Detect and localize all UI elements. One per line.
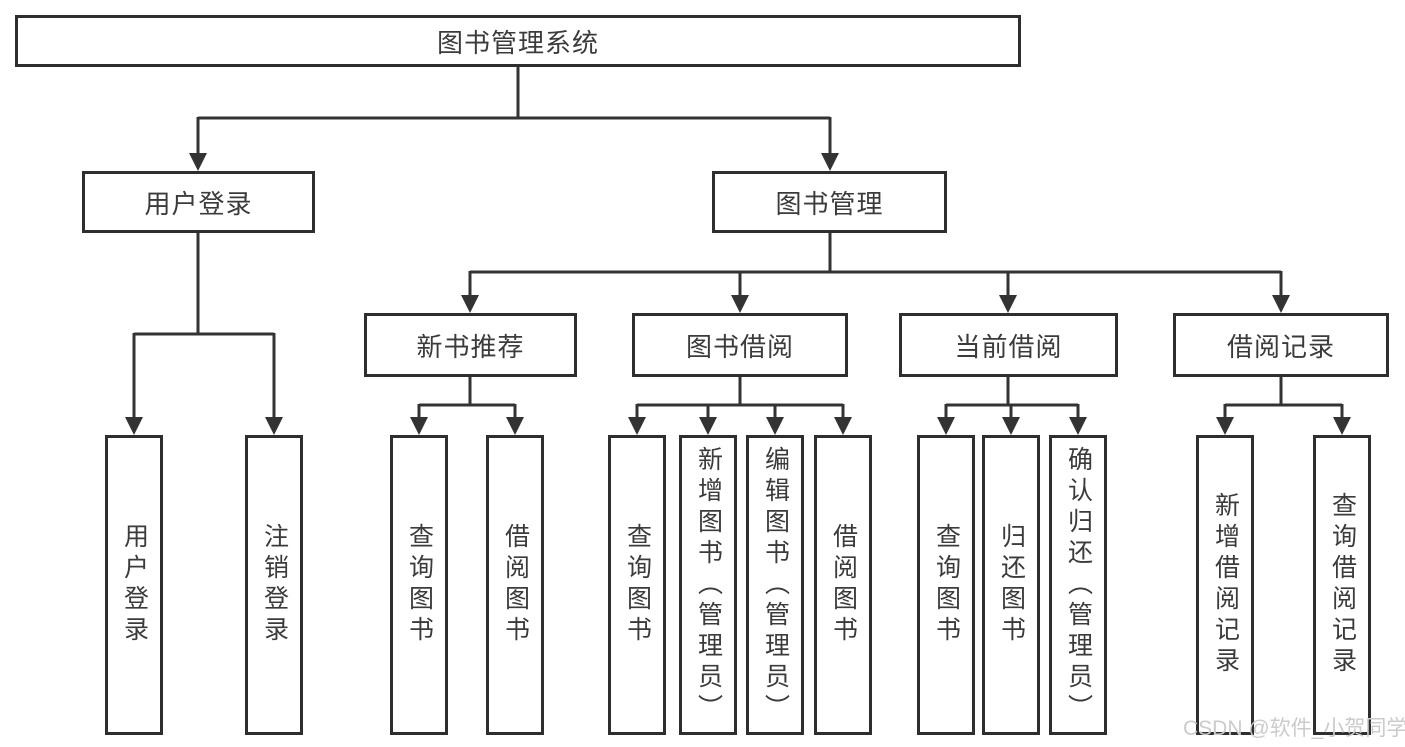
leaf-add-borrow-record: 新增借阅记录 [1196,435,1254,735]
leaf-query-borrow-record: 查询借阅记录 [1313,435,1371,735]
csdn-watermark: CSDN @软件_小贺同学 [1183,717,1405,740]
node-new-book-recommendation-label: 新书推荐 [416,331,525,362]
node-book-borrowing: 图书借阅 [632,313,848,377]
leaf-confirm-return-admin-label: 确认归还（管理员） [1064,445,1093,725]
leaf-query-books-1: 查询图书 [390,435,448,735]
leaf-borrow-books-1: 借阅图书 [486,435,544,735]
leaf-query-borrow-record-label: 查询借阅记录 [1328,492,1357,678]
leaf-user-login: 用户登录 [105,435,163,735]
node-user-login: 用户登录 [82,171,315,233]
node-borrowing-records-label: 借阅记录 [1226,331,1335,362]
leaf-add-books-admin: 新增图书（管理员） [679,435,737,735]
leaf-add-borrow-record-label: 新增借阅记录 [1211,492,1240,678]
leaf-query-books-1-label: 查询图书 [405,523,434,647]
leaf-borrow-books-2: 借阅图书 [814,435,872,735]
node-current-borrowing-label: 当前借阅 [954,331,1063,362]
connector-bookmgmt-to-level3 [461,233,1290,313]
leaf-return-books: 归还图书 [982,435,1040,735]
leaf-query-books-2: 查询图书 [608,435,666,735]
leaf-logout-label: 注销登录 [260,523,289,647]
node-current-borrowing: 当前借阅 [899,313,1118,377]
node-user-login-label: 用户登录 [144,188,253,219]
connector-currentborrow-to-leaves [937,377,1087,435]
leaf-borrow-books-2-label: 借阅图书 [829,523,858,647]
leaf-user-login-label: 用户登录 [120,523,149,647]
node-borrowing-records: 借阅记录 [1173,313,1389,377]
node-book-management-label: 图书管理 [775,188,884,219]
leaf-logout: 注销登录 [245,435,303,735]
leaf-confirm-return-admin: 确认归还（管理员） [1049,435,1107,735]
node-book-management: 图书管理 [712,171,947,233]
connector-newbookrec-to-leaves [410,377,524,435]
node-new-book-recommendation: 新书推荐 [364,313,577,377]
leaf-query-books-2-label: 查询图书 [623,523,652,647]
connector-root-to-level2 [189,67,839,171]
leaf-edit-books-admin-label: 编辑图书（管理员） [761,445,790,725]
leaf-return-books-label: 归还图书 [997,523,1026,647]
node-library-management-system-label: 图书管理系统 [436,27,599,58]
leaf-add-books-admin-label: 新增图书（管理员） [694,445,723,725]
connector-userlogin-to-leaves [125,233,283,435]
connector-bookborrow-to-leaves [628,377,852,435]
leaf-edit-books-admin: 编辑图书（管理员） [746,435,804,735]
node-book-borrowing-label: 图书借阅 [685,331,794,362]
leaf-query-books-3-label: 查询图书 [932,523,961,647]
leaf-query-books-3: 查询图书 [917,435,975,735]
leaf-borrow-books-1-label: 借阅图书 [501,523,530,647]
connector-borrowrecords-to-leaves [1216,377,1351,435]
node-library-management-system: 图书管理系统 [15,15,1021,67]
